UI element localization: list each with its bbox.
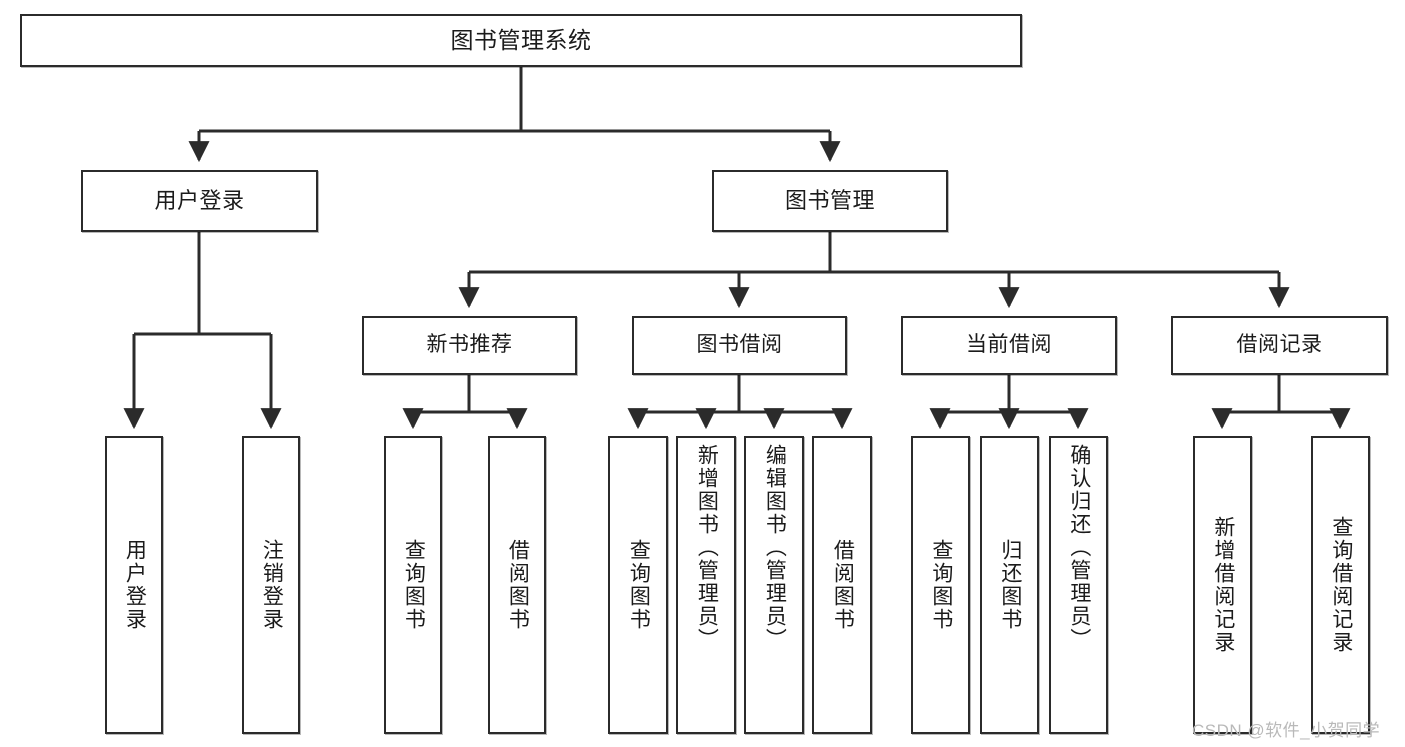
node-label: 新书推荐: [426, 333, 513, 357]
node-leaf-query-book-1[interactable]: 查询图书: [384, 436, 442, 734]
node-label: 查询图书: [627, 539, 651, 631]
node-label: 用户登录: [154, 188, 245, 214]
node-new-book-recommend[interactable]: 新书推荐: [362, 316, 577, 375]
node-leaf-query-book-3[interactable]: 查询图书: [911, 436, 970, 734]
node-leaf-borrow-book-1[interactable]: 借阅图书: [488, 436, 546, 734]
node-label: 用户登录: [123, 539, 147, 631]
node-label: 查询借阅记录: [1329, 516, 1353, 654]
node-leaf-add-book-admin[interactable]: 新增图书（管理员）: [676, 436, 736, 734]
node-label: 编辑图书（管理员）: [763, 444, 787, 651]
node-leaf-borrow-book-2[interactable]: 借阅图书: [812, 436, 872, 734]
node-user-login[interactable]: 用户登录: [81, 170, 318, 232]
node-leaf-return-book[interactable]: 归还图书: [980, 436, 1039, 734]
node-label: 借阅图书: [506, 539, 530, 631]
node-label: 图书管理系统: [450, 27, 592, 54]
node-book-management[interactable]: 图书管理: [712, 170, 948, 232]
node-leaf-logout-login[interactable]: 注销登录: [242, 436, 300, 734]
node-book-borrow[interactable]: 图书借阅: [632, 316, 847, 375]
node-label: 归还图书: [998, 539, 1022, 631]
node-leaf-user-login[interactable]: 用户登录: [105, 436, 163, 734]
node-leaf-query-book-2[interactable]: 查询图书: [608, 436, 668, 734]
watermark-text: CSDN @软件_小贺同学: [1192, 721, 1381, 740]
node-borrow-record[interactable]: 借阅记录: [1171, 316, 1388, 375]
node-current-borrow[interactable]: 当前借阅: [901, 316, 1117, 375]
node-leaf-add-borrow-record[interactable]: 新增借阅记录: [1193, 436, 1252, 734]
node-leaf-edit-book-admin[interactable]: 编辑图书（管理员）: [744, 436, 804, 734]
node-label: 图书借阅: [696, 333, 783, 357]
node-label: 当前借阅: [966, 333, 1052, 357]
node-label: 借阅记录: [1236, 333, 1323, 357]
csdn-watermark: CSDN @软件_小贺同学: [1192, 716, 1380, 741]
node-label: 注销登录: [260, 539, 284, 631]
node-label: 图书管理: [784, 188, 875, 214]
node-label: 查询图书: [402, 539, 426, 631]
node-root-system[interactable]: 图书管理系统: [20, 14, 1022, 67]
node-leaf-query-borrow-record[interactable]: 查询借阅记录: [1311, 436, 1370, 734]
node-label: 新增借阅记录: [1211, 516, 1235, 654]
node-leaf-confirm-return-admin[interactable]: 确认归还（管理员）: [1049, 436, 1108, 734]
node-label: 借阅图书: [831, 539, 855, 631]
node-label: 新增图书（管理员）: [695, 444, 719, 651]
node-label: 确认归还（管理员）: [1067, 444, 1091, 651]
node-label: 查询图书: [929, 539, 953, 631]
